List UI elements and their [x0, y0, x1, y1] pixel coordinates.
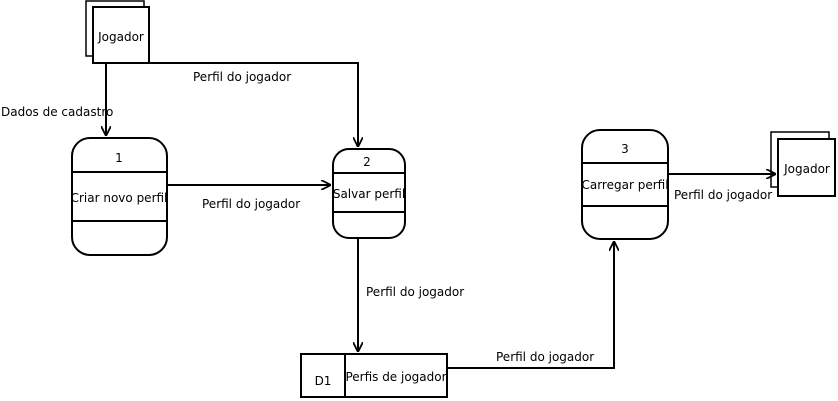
process-number: 3 [621, 142, 629, 156]
external-entity-player-right[interactable]: Jogador [770, 131, 836, 197]
process-2-save-profile[interactable]: 2 Salvar perfil [332, 148, 406, 239]
process-number: 1 [115, 151, 123, 165]
flow-label: Dados de cadastro [1, 105, 113, 119]
flow-label: Perfil do jogador [496, 350, 594, 364]
external-entity-label: Jogador [97, 30, 144, 44]
external-entity-label: Jogador [783, 162, 830, 176]
flow-label: Perfil do jogador [674, 188, 772, 202]
process-number: 2 [363, 155, 371, 169]
flow-load-to-player[interactable]: Perfil do jogador [668, 174, 775, 202]
process-label: Criar novo perfil [71, 191, 168, 205]
process-1-create-profile[interactable]: 1 Criar novo perfil [71, 137, 168, 256]
datastore-label: Perfis de jogador [345, 370, 446, 384]
flow-label: Perfil do jogador [193, 70, 291, 84]
datastore-d1[interactable]: D1 Perfis de jogador [300, 353, 448, 398]
flow-label: Perfil do jogador [366, 285, 464, 299]
flow-create-to-save[interactable]: Perfil do jogador [167, 185, 330, 211]
process-label: Salvar perfil [333, 187, 405, 201]
flow-store-to-load[interactable]: Perfil do jogador [447, 242, 614, 369]
flow-registration-data[interactable]: Dados de cadastro [1, 63, 113, 135]
flow-player-to-save[interactable]: Perfil do jogador [149, 62, 358, 146]
process-label: Carregar perfil [581, 178, 668, 192]
flow-save-to-store[interactable]: Perfil do jogador [358, 238, 464, 351]
external-entity-player-top[interactable]: Jogador [85, 0, 150, 64]
process-3-load-profile[interactable]: 3 Carregar perfil [581, 129, 669, 240]
flow-label: Perfil do jogador [202, 197, 300, 211]
datastore-id: D1 [315, 374, 332, 388]
